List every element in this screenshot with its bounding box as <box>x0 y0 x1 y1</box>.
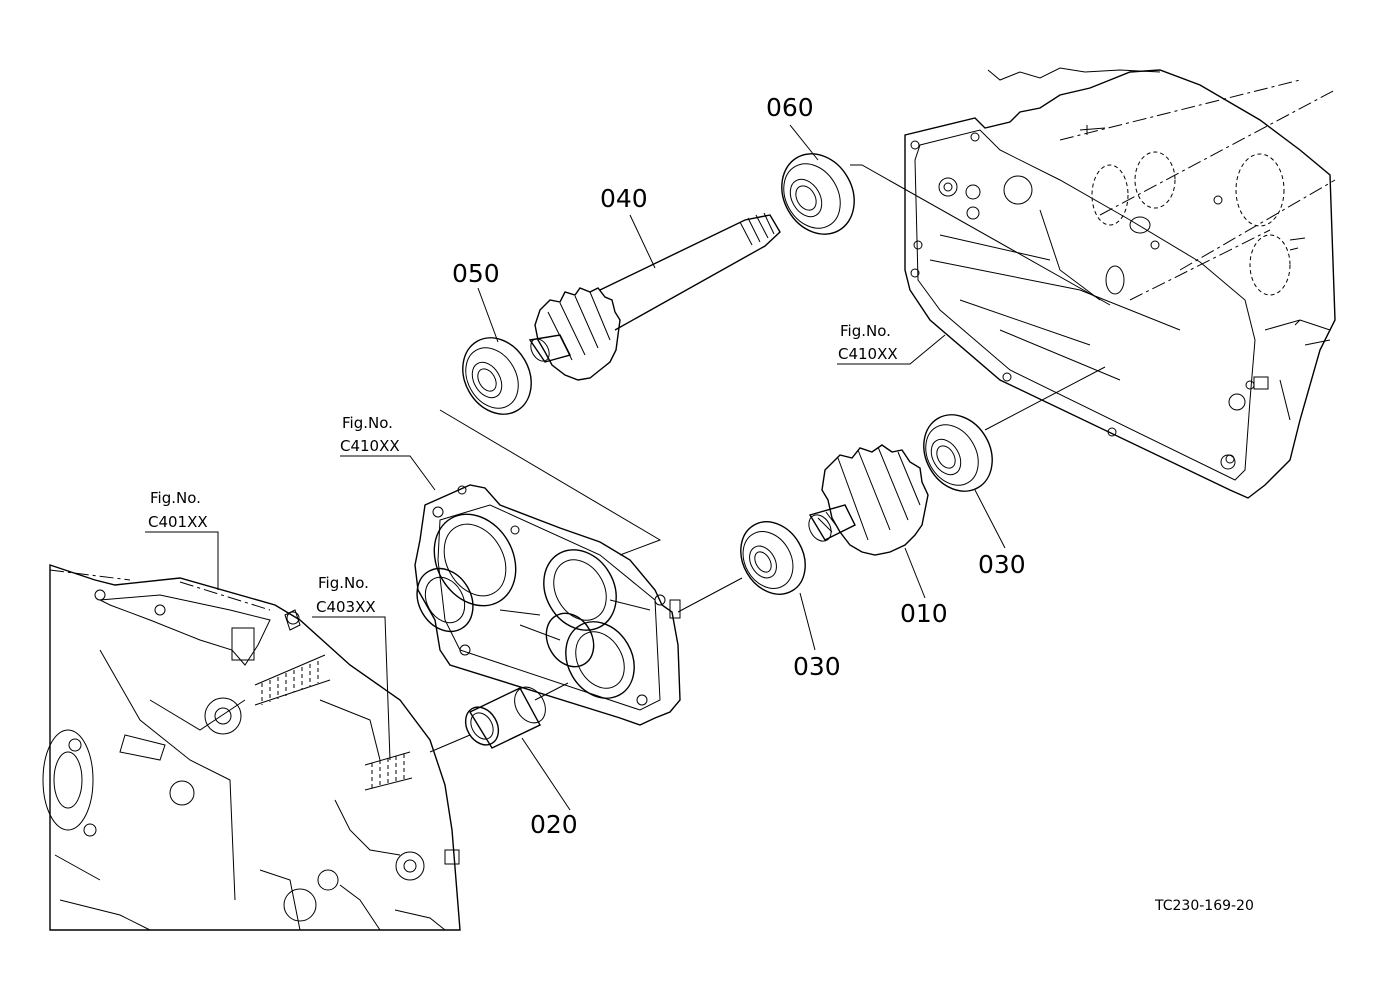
part-label-020: 020 <box>530 810 578 839</box>
bearing-plate-drawing <box>414 484 681 726</box>
shaft-assembly-drawing <box>439 153 1111 556</box>
figure-ref-code: C410XX <box>340 437 400 455</box>
figure-ref-c410-mid: Fig.No. C410XX <box>340 414 400 455</box>
figure-ref-prefix: Fig.No. <box>318 574 369 592</box>
figure-ref-prefix: Fig.No. <box>840 322 891 340</box>
figure-ref-code: C401XX <box>148 513 208 531</box>
part-label-050: 050 <box>452 259 500 288</box>
rear-housing-drawing <box>904 67 1336 499</box>
figure-ref-prefix: Fig.No. <box>150 489 201 507</box>
figure-ref-prefix: Fig.No. <box>342 414 393 432</box>
figure-ref-c403: Fig.No. C403XX <box>316 574 376 616</box>
part-label-010: 010 <box>900 599 948 628</box>
front-transmission-drawing <box>42 564 461 931</box>
part-label-040: 040 <box>600 184 648 213</box>
figure-ref-c401: Fig.No. C401XX <box>148 489 208 531</box>
part-label-030-right: 030 <box>978 550 1026 579</box>
part-label-060: 060 <box>766 93 814 122</box>
idler-assembly-drawing <box>429 366 1106 753</box>
callout-leaders <box>145 124 1006 811</box>
part-label-030-left: 030 <box>793 652 841 681</box>
figure-ref-code: C403XX <box>316 598 376 616</box>
drawing-code: TC230-169-20 <box>1154 898 1254 914</box>
figure-ref-code: C410XX <box>838 345 898 363</box>
figure-ref-c410-top: Fig.No. C410XX <box>838 322 898 363</box>
